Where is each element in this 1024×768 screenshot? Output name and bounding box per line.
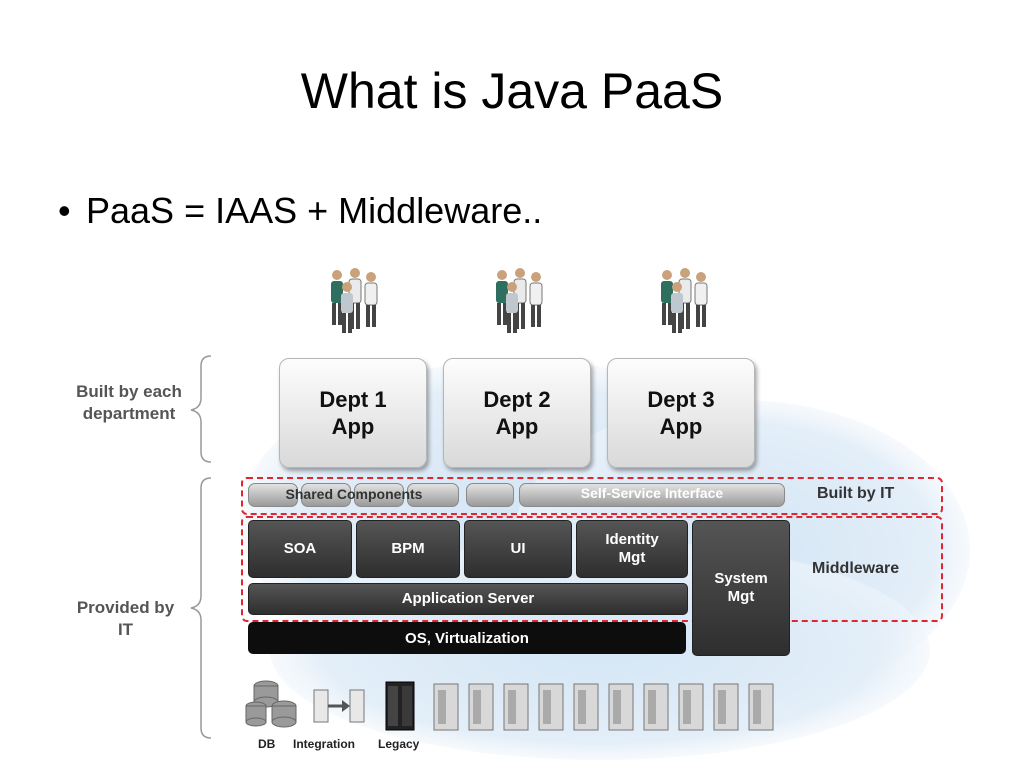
system-mgt-label: Mgt (727, 588, 755, 605)
shared-component-pill (301, 483, 351, 507)
built-by-department-label: Built by each department (76, 382, 182, 423)
integration-icon (313, 689, 365, 723)
shared-components-label: Shared Components (285, 486, 423, 502)
built-by-it-region (241, 477, 943, 515)
dept-2-name: Dept 2 (483, 387, 551, 412)
blank-component-pill (466, 483, 514, 507)
built-by-it-label: Built by IT (817, 485, 895, 502)
people-group-icon (661, 268, 708, 333)
integration-label: Integration (293, 737, 355, 751)
shared-component-pill (407, 483, 459, 507)
dept-3-name: Dept 3 (647, 387, 715, 412)
server-rack-row (433, 683, 774, 731)
shared-component-pill (248, 483, 298, 507)
os-virtualization-block: OS, Virtualization (248, 622, 686, 654)
server-icon (433, 683, 774, 731)
middleware-region (241, 516, 943, 622)
brace-icon (190, 355, 212, 739)
people-group-icon (496, 268, 543, 333)
dept-2-app: App (495, 414, 539, 439)
shared-component-pill (354, 483, 404, 507)
dept-1-name: Dept 1 (319, 387, 387, 412)
application-server-block: Application Server (248, 583, 688, 615)
bpm-block: BPM (356, 520, 460, 578)
identity-label: Identity (605, 531, 659, 548)
dept-1-app: App (331, 414, 375, 439)
ui-block: UI (464, 520, 572, 578)
legacy-mainframe-icon (385, 681, 415, 731)
people-group-icon (331, 268, 378, 333)
dept-3-app: App (659, 414, 703, 439)
db-label: DB (258, 737, 276, 751)
bullet-dot-icon: • (58, 190, 71, 231)
slide-title: What is Java PaaS (300, 63, 724, 119)
identity-mgt-label: Mgt (618, 549, 646, 566)
legacy-label: Legacy (378, 737, 420, 751)
soa-block: SOA (248, 520, 352, 578)
bullet-item: • PaaS = IAAS + Middleware.. (58, 190, 542, 232)
database-icon (245, 680, 297, 728)
system-label: System (714, 570, 768, 587)
bullet-text: PaaS = IAAS + Middleware.. (86, 190, 543, 231)
middleware-label: Middleware (812, 560, 900, 577)
self-service-interface-pill: Self-Service Interface (519, 483, 785, 507)
provided-by-it-label: Provided by IT (76, 598, 175, 639)
